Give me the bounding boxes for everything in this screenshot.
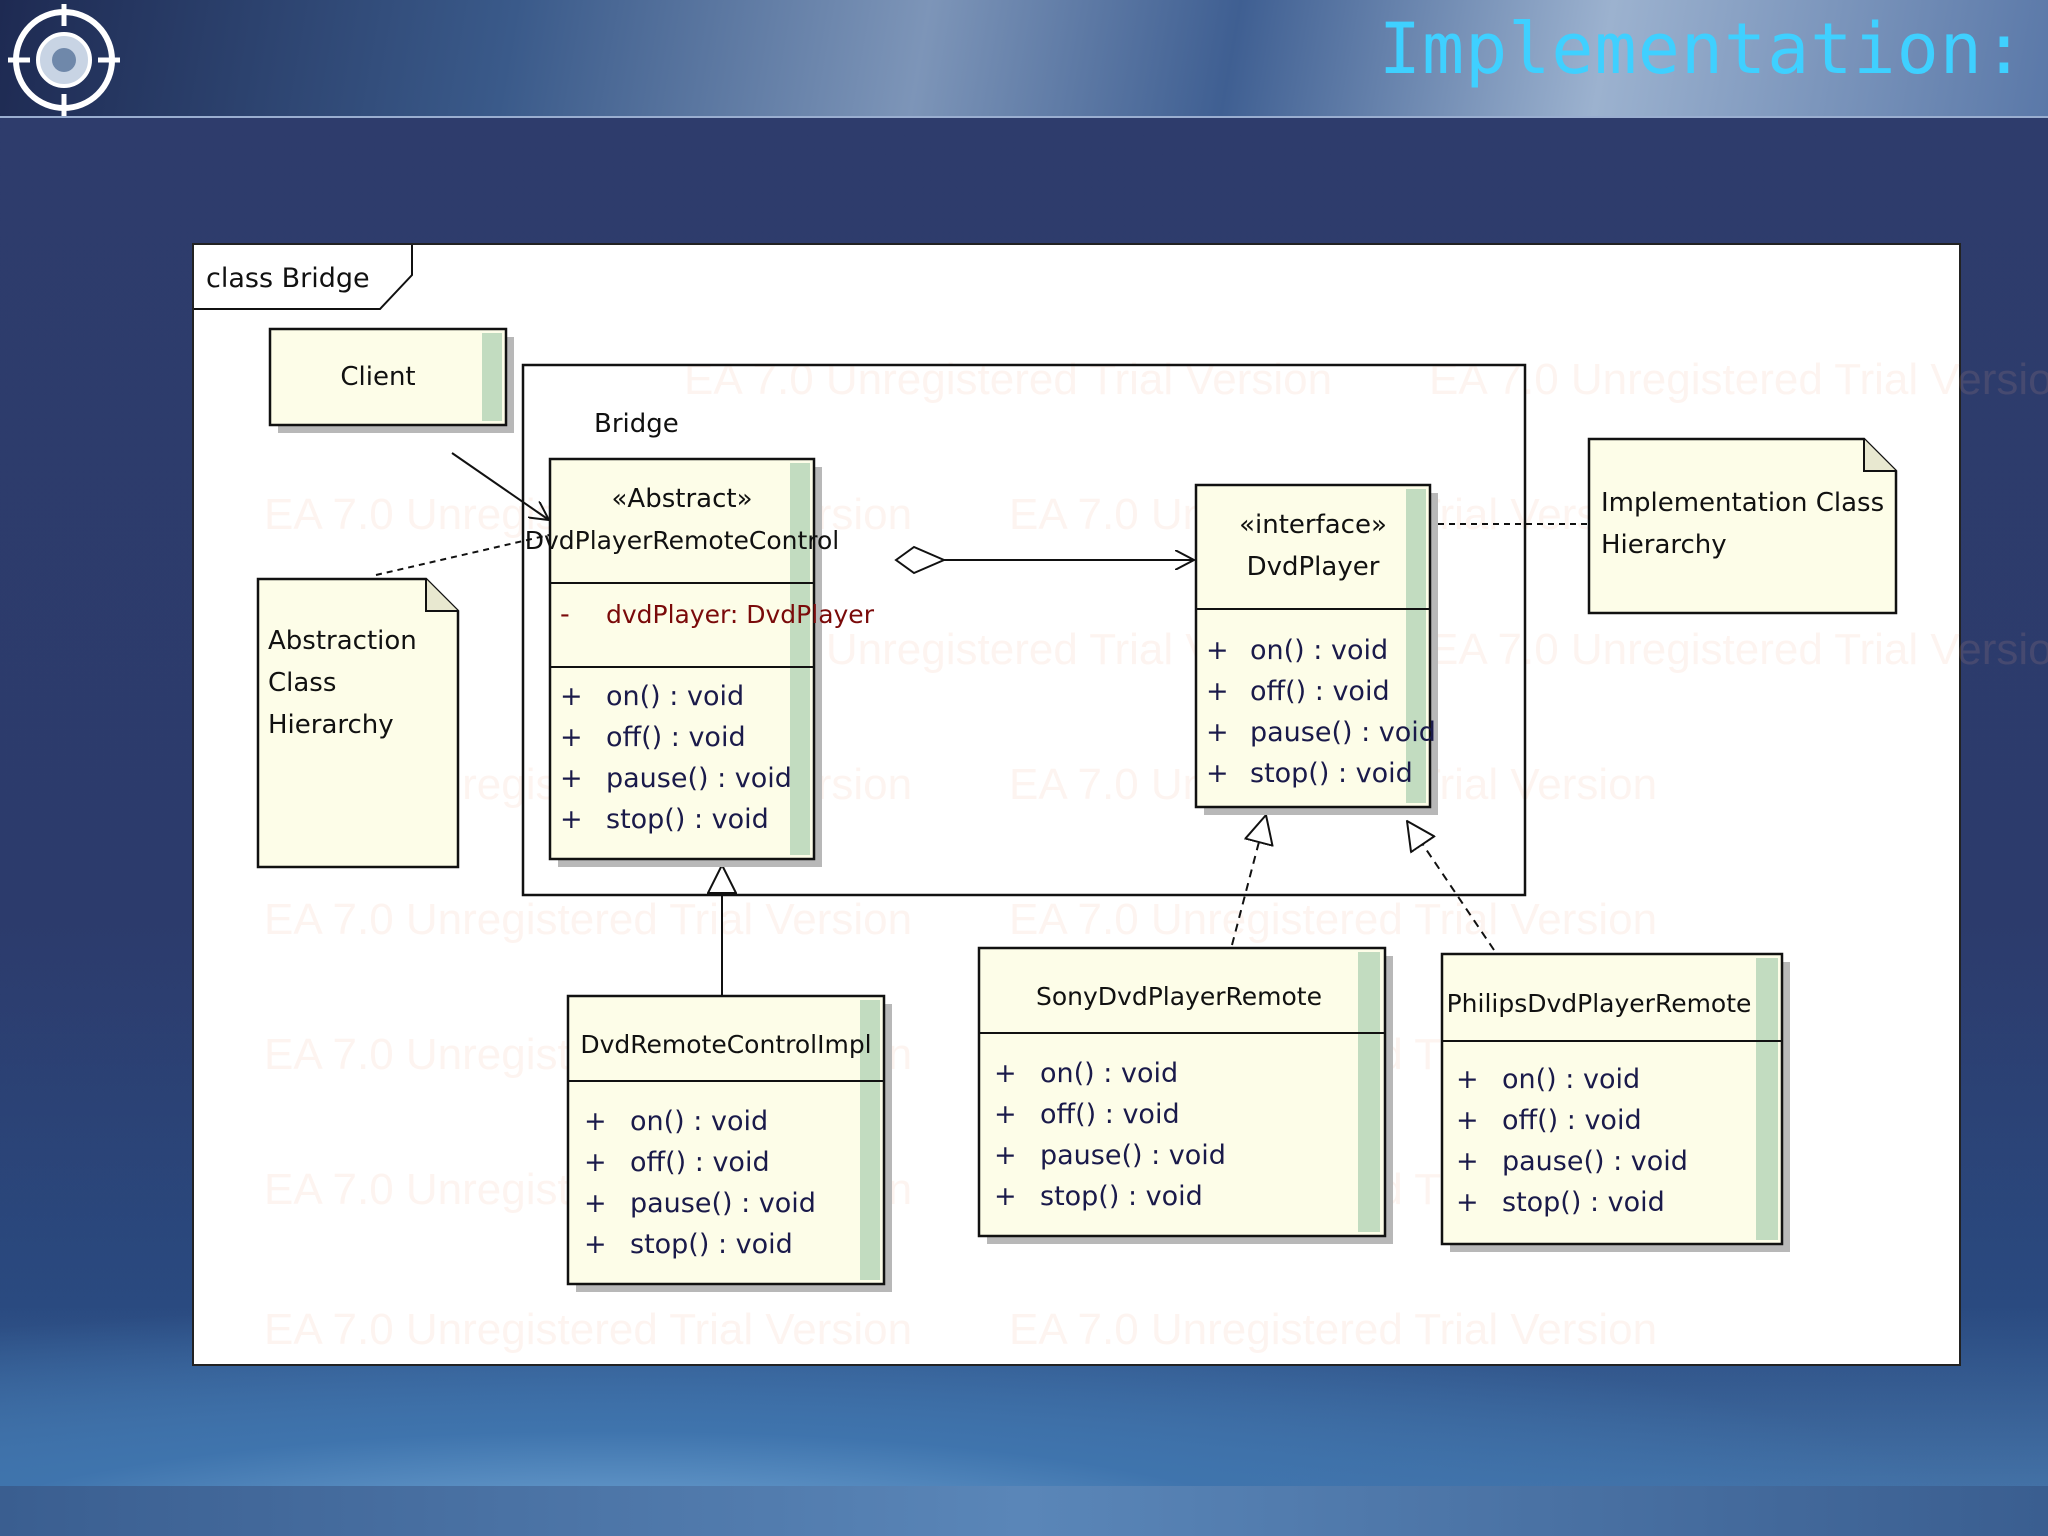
method: pause() : void xyxy=(606,763,792,794)
method-visibility: + xyxy=(994,1058,1017,1089)
method: off() : void xyxy=(1040,1099,1180,1130)
method: on() : void xyxy=(1502,1064,1640,1095)
method: stop() : void xyxy=(1502,1187,1665,1218)
method-visibility: + xyxy=(560,722,583,753)
note-line: Class xyxy=(268,668,336,698)
class-philips-dvd-player-remote: PhilipsDvdPlayerRemote + on() : void + o… xyxy=(1440,952,1790,1252)
class-dvd-player-remote-control: «Abstract» DvdPlayerRemoteControl - dvdP… xyxy=(525,457,875,867)
class-dvd-player-interface: «interface» DvdPlayer + on() : void + of… xyxy=(1194,483,1438,815)
method: stop() : void xyxy=(1250,758,1413,789)
note-line: Abstraction xyxy=(268,626,417,656)
realization-arrow xyxy=(1407,821,1495,951)
frame-label: class Bridge xyxy=(206,263,370,294)
note-line: Hierarchy xyxy=(1601,530,1727,560)
watermark-text: EA 7.0 Unregistered Trial Version xyxy=(1009,895,1658,944)
method: off() : void xyxy=(1502,1105,1642,1136)
slide-title: Implementation: xyxy=(1378,8,2026,90)
class-diagram: class Bridge Bridge Client Abstraction C… xyxy=(194,245,1898,1292)
footer-strip xyxy=(0,1486,2048,1536)
method-visibility: + xyxy=(584,1188,607,1219)
method: on() : void xyxy=(630,1106,768,1137)
uml-diagram-frame: EA 7.0 Unregistered Trial Version EA 7.0… xyxy=(192,243,2048,1366)
method-visibility: + xyxy=(560,763,583,794)
method: on() : void xyxy=(606,681,744,712)
method: pause() : void xyxy=(1502,1146,1688,1177)
method: off() : void xyxy=(1250,676,1390,707)
method-visibility: + xyxy=(1456,1187,1479,1218)
realization-arrow xyxy=(1231,815,1266,946)
frame-tab xyxy=(194,245,413,310)
method-visibility: + xyxy=(1456,1105,1479,1136)
header-banner xyxy=(0,0,2048,118)
class-sony-dvd-player-remote: SonyDvdPlayerRemote + on() : void + off(… xyxy=(977,946,1393,1244)
class-stereotype: «Abstract» xyxy=(612,484,753,514)
package-bridge xyxy=(521,363,1527,897)
method-visibility: + xyxy=(584,1147,607,1178)
method-visibility: + xyxy=(1456,1064,1479,1095)
class-name: DvdRemoteControlImpl xyxy=(580,1030,871,1059)
class-stereotype: «interface» xyxy=(1239,510,1387,540)
class-name: SonyDvdPlayerRemote xyxy=(1036,982,1322,1011)
class-name: DvdPlayerRemoteControl xyxy=(525,526,840,555)
method: off() : void xyxy=(630,1147,770,1178)
method-visibility: + xyxy=(1206,676,1229,707)
method-visibility: + xyxy=(560,804,583,835)
association-arrow xyxy=(451,452,549,520)
method: pause() : void xyxy=(1250,717,1436,748)
method: pause() : void xyxy=(630,1188,816,1219)
class-name: Client xyxy=(340,362,415,392)
package-label: Bridge xyxy=(594,409,679,439)
method: on() : void xyxy=(1250,635,1388,666)
note-implementation: Implementation Class Hierarchy xyxy=(1587,437,1898,615)
class-name: DvdPlayer xyxy=(1247,552,1380,582)
method-visibility: + xyxy=(1206,717,1229,748)
method-visibility: + xyxy=(560,681,583,712)
method-visibility: + xyxy=(994,1181,1017,1212)
watermark-text: EA 7.0 Unregistered Trial Version xyxy=(1429,625,2048,674)
note-line: Implementation Class xyxy=(1601,488,1884,518)
method-visibility: + xyxy=(994,1140,1017,1171)
note-abstraction: Abstraction Class Hierarchy xyxy=(256,577,460,869)
attribute: dvdPlayer: DvdPlayer xyxy=(606,600,875,629)
method: pause() : void xyxy=(1040,1140,1226,1171)
watermark-text: EA 7.0 Unregistered Trial Version xyxy=(264,1305,913,1354)
method-visibility: + xyxy=(1206,635,1229,666)
watermark-text: EA 7.0 Unregistered Trial Version xyxy=(1429,355,2048,404)
class-dvd-remote-control-impl: DvdRemoteControlImpl + on() : void + off… xyxy=(566,994,892,1292)
method: stop() : void xyxy=(1040,1181,1203,1212)
watermark-text: EA 7.0 Unregistered Trial Version xyxy=(264,895,913,944)
method-visibility: + xyxy=(994,1099,1017,1130)
target-logo-icon xyxy=(8,4,120,116)
method: off() : void xyxy=(606,722,746,753)
watermark-text: EA 7.0 Unregistered Trial Version xyxy=(684,355,1333,404)
class-name: PhilipsDvdPlayerRemote xyxy=(1447,989,1752,1018)
method-visibility: + xyxy=(1206,758,1229,789)
watermark-text: EA 7.0 Unregistered Trial Version xyxy=(1009,1305,1658,1354)
method-visibility: + xyxy=(1456,1146,1479,1177)
method: stop() : void xyxy=(606,804,769,835)
aggregation-diamond xyxy=(894,545,947,575)
method: stop() : void xyxy=(630,1229,793,1260)
class-client: Client xyxy=(268,327,514,433)
note-line: Hierarchy xyxy=(268,710,394,740)
note-link xyxy=(375,534,550,576)
method-visibility: + xyxy=(584,1106,607,1137)
attribute-visibility: - xyxy=(560,599,570,630)
method: on() : void xyxy=(1040,1058,1178,1089)
method-visibility: + xyxy=(584,1229,607,1260)
